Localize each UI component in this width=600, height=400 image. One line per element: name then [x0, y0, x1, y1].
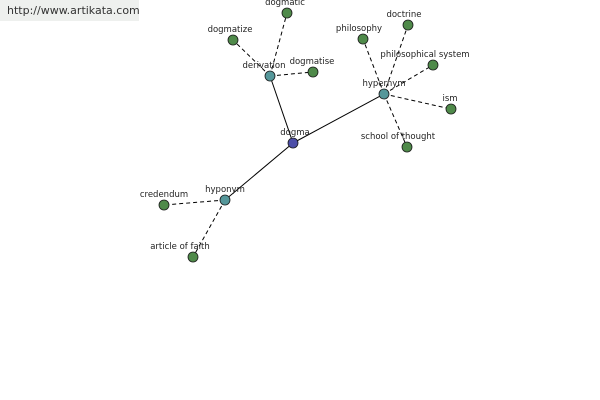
node-article-of-faith[interactable] — [187, 251, 199, 263]
node-school-of-thought[interactable] — [401, 141, 413, 153]
edge-hypernym-ism — [383, 93, 452, 110]
node-label-dogmatise[interactable]: dogmatise — [290, 57, 335, 67]
node-label-article-of-faith[interactable]: article of faith — [150, 242, 210, 252]
node-label-hypernym[interactable]: hypernym — [362, 79, 405, 89]
node-ism[interactable] — [445, 103, 457, 115]
graph-nodes — [158, 7, 457, 263]
node-philosophy[interactable] — [357, 33, 369, 45]
node-label-philosophy[interactable]: philosophy — [336, 24, 382, 34]
node-label-dogmatize[interactable]: dogmatize — [208, 25, 253, 35]
node-philosophical-system[interactable] — [427, 59, 439, 71]
site-url-link[interactable]: http://www.artikata.com — [7, 4, 140, 17]
node-label-derivation[interactable]: derivation — [242, 61, 285, 71]
node-hypernym[interactable] — [378, 88, 390, 100]
node-label-hyponym[interactable]: hyponym — [205, 185, 245, 195]
node-label-ism[interactable]: ism — [442, 94, 457, 104]
edge-derivation-dogmatic — [269, 12, 288, 77]
edge-hypernym-doctrine — [383, 24, 409, 95]
node-label-school-of-thought[interactable]: school of thought — [361, 132, 436, 142]
node-label-dogmatic[interactable]: dogmatic — [265, 0, 305, 8]
edge-hypernym-philosophical-system — [383, 64, 434, 95]
node-label-doctrine[interactable]: doctrine — [386, 10, 421, 20]
graph-edges — [163, 12, 452, 258]
edge-dogma-derivation — [269, 75, 294, 144]
node-dogmatic[interactable] — [281, 7, 293, 19]
node-derivation[interactable] — [264, 70, 276, 82]
edge-derivation-dogmatise — [269, 71, 314, 77]
edge-hypernym-philosophy — [362, 38, 385, 95]
node-dogmatize[interactable] — [227, 34, 239, 46]
edge-derivation-dogmatize — [232, 39, 271, 77]
edge-hyponym-article-of-faith — [192, 199, 226, 258]
edge-hyponym-credendum — [163, 199, 226, 206]
node-label-credendum[interactable]: credendum — [140, 190, 188, 200]
site-banner: http://www.artikata.com — [0, 0, 140, 21]
node-doctrine[interactable] — [402, 19, 414, 31]
edge-hypernym-school-of-thought — [383, 93, 408, 148]
edge-dogma-hypernym — [292, 93, 385, 144]
graph-labels: dogma derivation hypernym hyponym dogmatic do… — [140, 0, 470, 252]
node-credendum[interactable] — [158, 199, 170, 211]
edge-dogma-hyponym — [224, 142, 294, 201]
node-label-dogma[interactable]: dogma — [280, 128, 309, 138]
node-label-philosophical-system[interactable]: philosophical system — [380, 50, 469, 60]
node-dogma[interactable] — [287, 137, 299, 149]
node-hyponym[interactable] — [219, 194, 231, 206]
node-dogmatise[interactable] — [307, 66, 319, 78]
